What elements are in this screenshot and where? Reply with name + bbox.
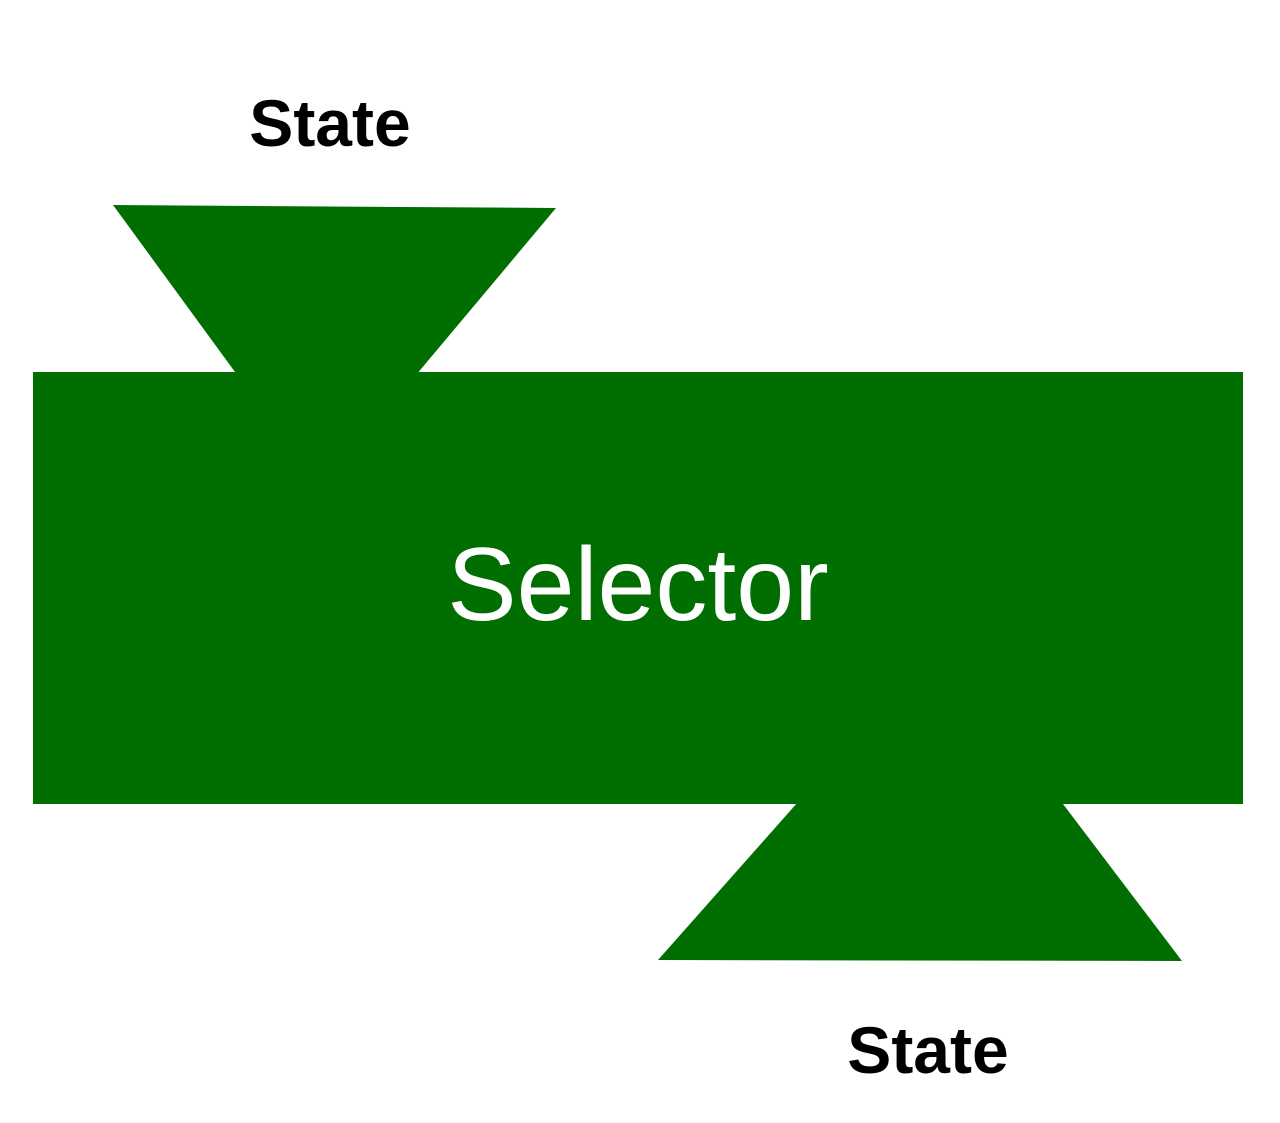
selector-label: Selector <box>447 527 829 643</box>
selector-box <box>33 372 1243 804</box>
top-state-label: State <box>249 86 410 160</box>
bottom-state-funnel <box>658 802 1182 961</box>
top-state-funnel <box>113 205 556 375</box>
bottom-state-label: State <box>847 1013 1008 1087</box>
